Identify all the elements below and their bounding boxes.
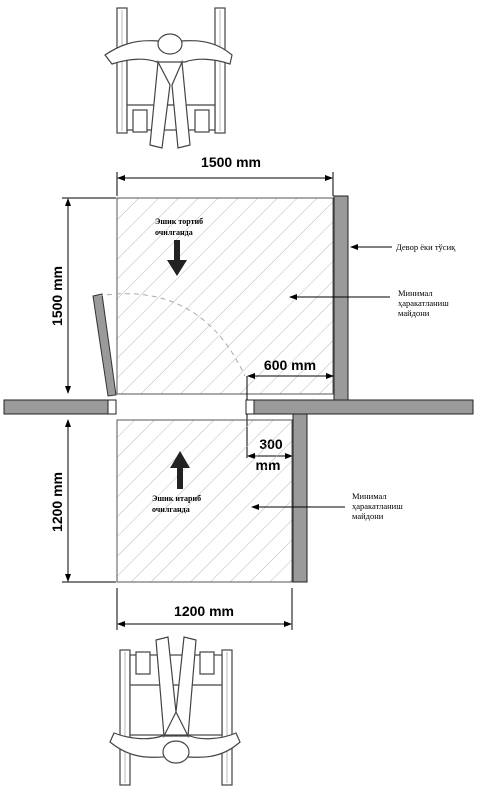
left-height-label: 1500 mm (49, 266, 65, 326)
min-top-line2: ҳаракатланиш (398, 298, 449, 308)
door-leaf (92, 293, 117, 397)
min-bottom-line2: ҳаракатланиш (352, 501, 403, 511)
push-label-line2: очилганда (152, 505, 190, 514)
bottom-width-label: 1200 mm (174, 603, 234, 619)
left-height-dimension: 1500 mm (49, 197, 116, 394)
wheelchair-user-top-icon (104, 7, 233, 149)
door-offset-label: 600 mm (264, 357, 316, 373)
pull-label-line2: очилганда (155, 228, 193, 237)
pull-label-line1: Эшик тортиб (155, 217, 203, 226)
min-bottom-line3: майдони (352, 511, 384, 521)
door-offset-dimension: 600 mm (246, 357, 334, 400)
bottom-height-label: 1200 mm (49, 472, 65, 532)
min-bottom-line1: Минимал (352, 491, 387, 501)
lower-clearance-area (116, 419, 293, 583)
min-top-line1: Минимал (398, 288, 433, 298)
top-width-dimension: 1500 mm (116, 154, 334, 196)
min-top-line3: майдони (398, 308, 430, 318)
wall-callout-label: Девор ёки тўсиқ (396, 242, 456, 252)
push-direction-arrow (170, 451, 190, 489)
push-label-line1: Эшик итариб (152, 494, 201, 503)
wall-structure (3, 195, 474, 583)
door-swing-arc (97, 293, 246, 377)
top-width-label: 1500 mm (201, 154, 261, 170)
bottom-width-dimension: 1200 mm (116, 588, 293, 630)
pull-direction-arrow (167, 240, 187, 276)
wheelchair-user-bottom-icon (109, 636, 241, 786)
bottom-height-dimension: 1200 mm (49, 419, 116, 583)
